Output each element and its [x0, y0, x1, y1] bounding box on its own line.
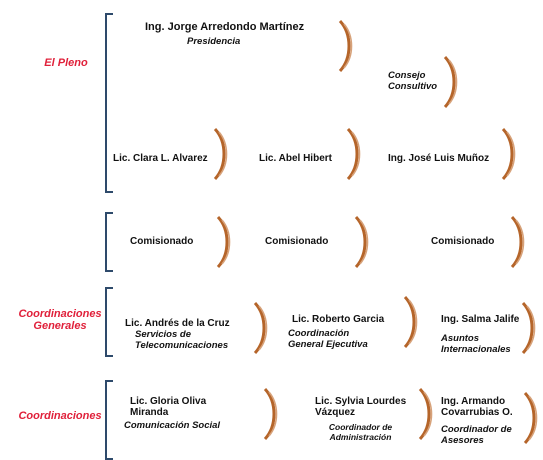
- node-presidente: Ing. Jorge Arredondo Martínez Presidenci…: [145, 21, 305, 48]
- swoosh-icon: [213, 128, 228, 180]
- coord-name: Lic. Sylvia Lourdes Vázquez: [315, 396, 407, 418]
- coord-role: Comunicación Social: [124, 420, 221, 431]
- swoosh-icon: [338, 20, 353, 72]
- coord-role: Coordinador de Asesores: [441, 424, 512, 446]
- section-label-coordinaciones-generales: Coordinaciones Generales: [18, 308, 102, 332]
- node-comisionado-3: Comisionado: [431, 236, 494, 247]
- swoosh-icon: [216, 216, 231, 268]
- node-comisionado-1: Comisionado: [130, 236, 193, 247]
- swoosh-icon: [443, 56, 458, 108]
- swoosh-icon: [346, 128, 361, 180]
- bracket-comisionados: [105, 212, 113, 272]
- coord-gral-name: Lic. Andrés de la Cruz: [125, 318, 230, 329]
- swoosh-icon: [521, 302, 536, 354]
- coord-gral-name: Ing. Salma Jalife: [441, 314, 520, 325]
- presidente-role: Presidencia: [187, 36, 241, 47]
- swoosh-icon: [418, 388, 433, 440]
- comisionado-label: Comisionado: [431, 236, 495, 247]
- bracket-pleno: [105, 13, 113, 193]
- comisionado-label: Comisionado: [265, 236, 329, 247]
- member-name: Lic. Abel Hibert: [259, 153, 332, 164]
- node-coord-1: Lic. Gloria Oliva Miranda Comunicación S…: [124, 396, 220, 431]
- node-comisionado-2: Comisionado: [265, 236, 328, 247]
- node-coord-3: Ing. Armando Covarrubias O. Coordinador …: [441, 396, 531, 446]
- node-member-hibert: Lic. Abel Hibert: [259, 153, 332, 164]
- bracket-coordinaciones: [105, 380, 113, 460]
- presidente-name: Ing. Jorge Arredondo Martínez: [145, 21, 305, 33]
- node-coord-2: Lic. Sylvia Lourdes Vázquez Coordinador …: [315, 396, 420, 442]
- swoosh-icon: [354, 216, 369, 268]
- member-name: Ing. José Luis Muñoz: [388, 153, 490, 164]
- node-member-alvarez: Lic. Clara L. Alvarez: [113, 153, 208, 164]
- coord-gral-role: Asuntos Internacionales: [441, 333, 511, 355]
- consejo-role: Consejo Consultivo: [388, 70, 438, 92]
- swoosh-icon: [403, 296, 418, 348]
- section-label-pleno: El Pleno: [44, 57, 88, 69]
- coord-gral-role: Coordinación General Ejecutiva: [288, 328, 368, 350]
- swoosh-icon: [253, 302, 268, 354]
- swoosh-icon: [510, 216, 525, 268]
- coord-name: Lic. Gloria Oliva Miranda: [130, 396, 207, 418]
- coord-name: Ing. Armando Covarrubias O.: [441, 396, 513, 418]
- bracket-coordinaciones-generales: [105, 287, 113, 357]
- swoosh-icon: [523, 392, 538, 444]
- coord-gral-role: Servicios de Telecomunicaciones: [135, 329, 229, 351]
- comisionado-label: Comisionado: [130, 236, 194, 247]
- node-coord-gral-1: Lic. Andrés de la Cruz Servicios de Tele…: [125, 318, 245, 351]
- member-name: Lic. Clara L. Alvarez: [113, 153, 208, 164]
- swoosh-icon: [501, 128, 516, 180]
- node-coord-gral-2: Lic. Roberto Garcia Coordinación General…: [288, 314, 384, 350]
- node-consejo: Consejo Consultivo: [388, 70, 458, 92]
- coord-gral-name: Lic. Roberto Garcia: [292, 314, 385, 325]
- coord-role: Coordinador de Administración: [328, 422, 393, 442]
- node-member-munoz: Ing. José Luis Muñoz: [388, 153, 489, 164]
- swoosh-icon: [263, 388, 278, 440]
- section-label-coordinaciones: Coordinaciones: [18, 410, 102, 422]
- node-coord-gral-3: Ing. Salma Jalife Asuntos Internacionale…: [441, 314, 526, 355]
